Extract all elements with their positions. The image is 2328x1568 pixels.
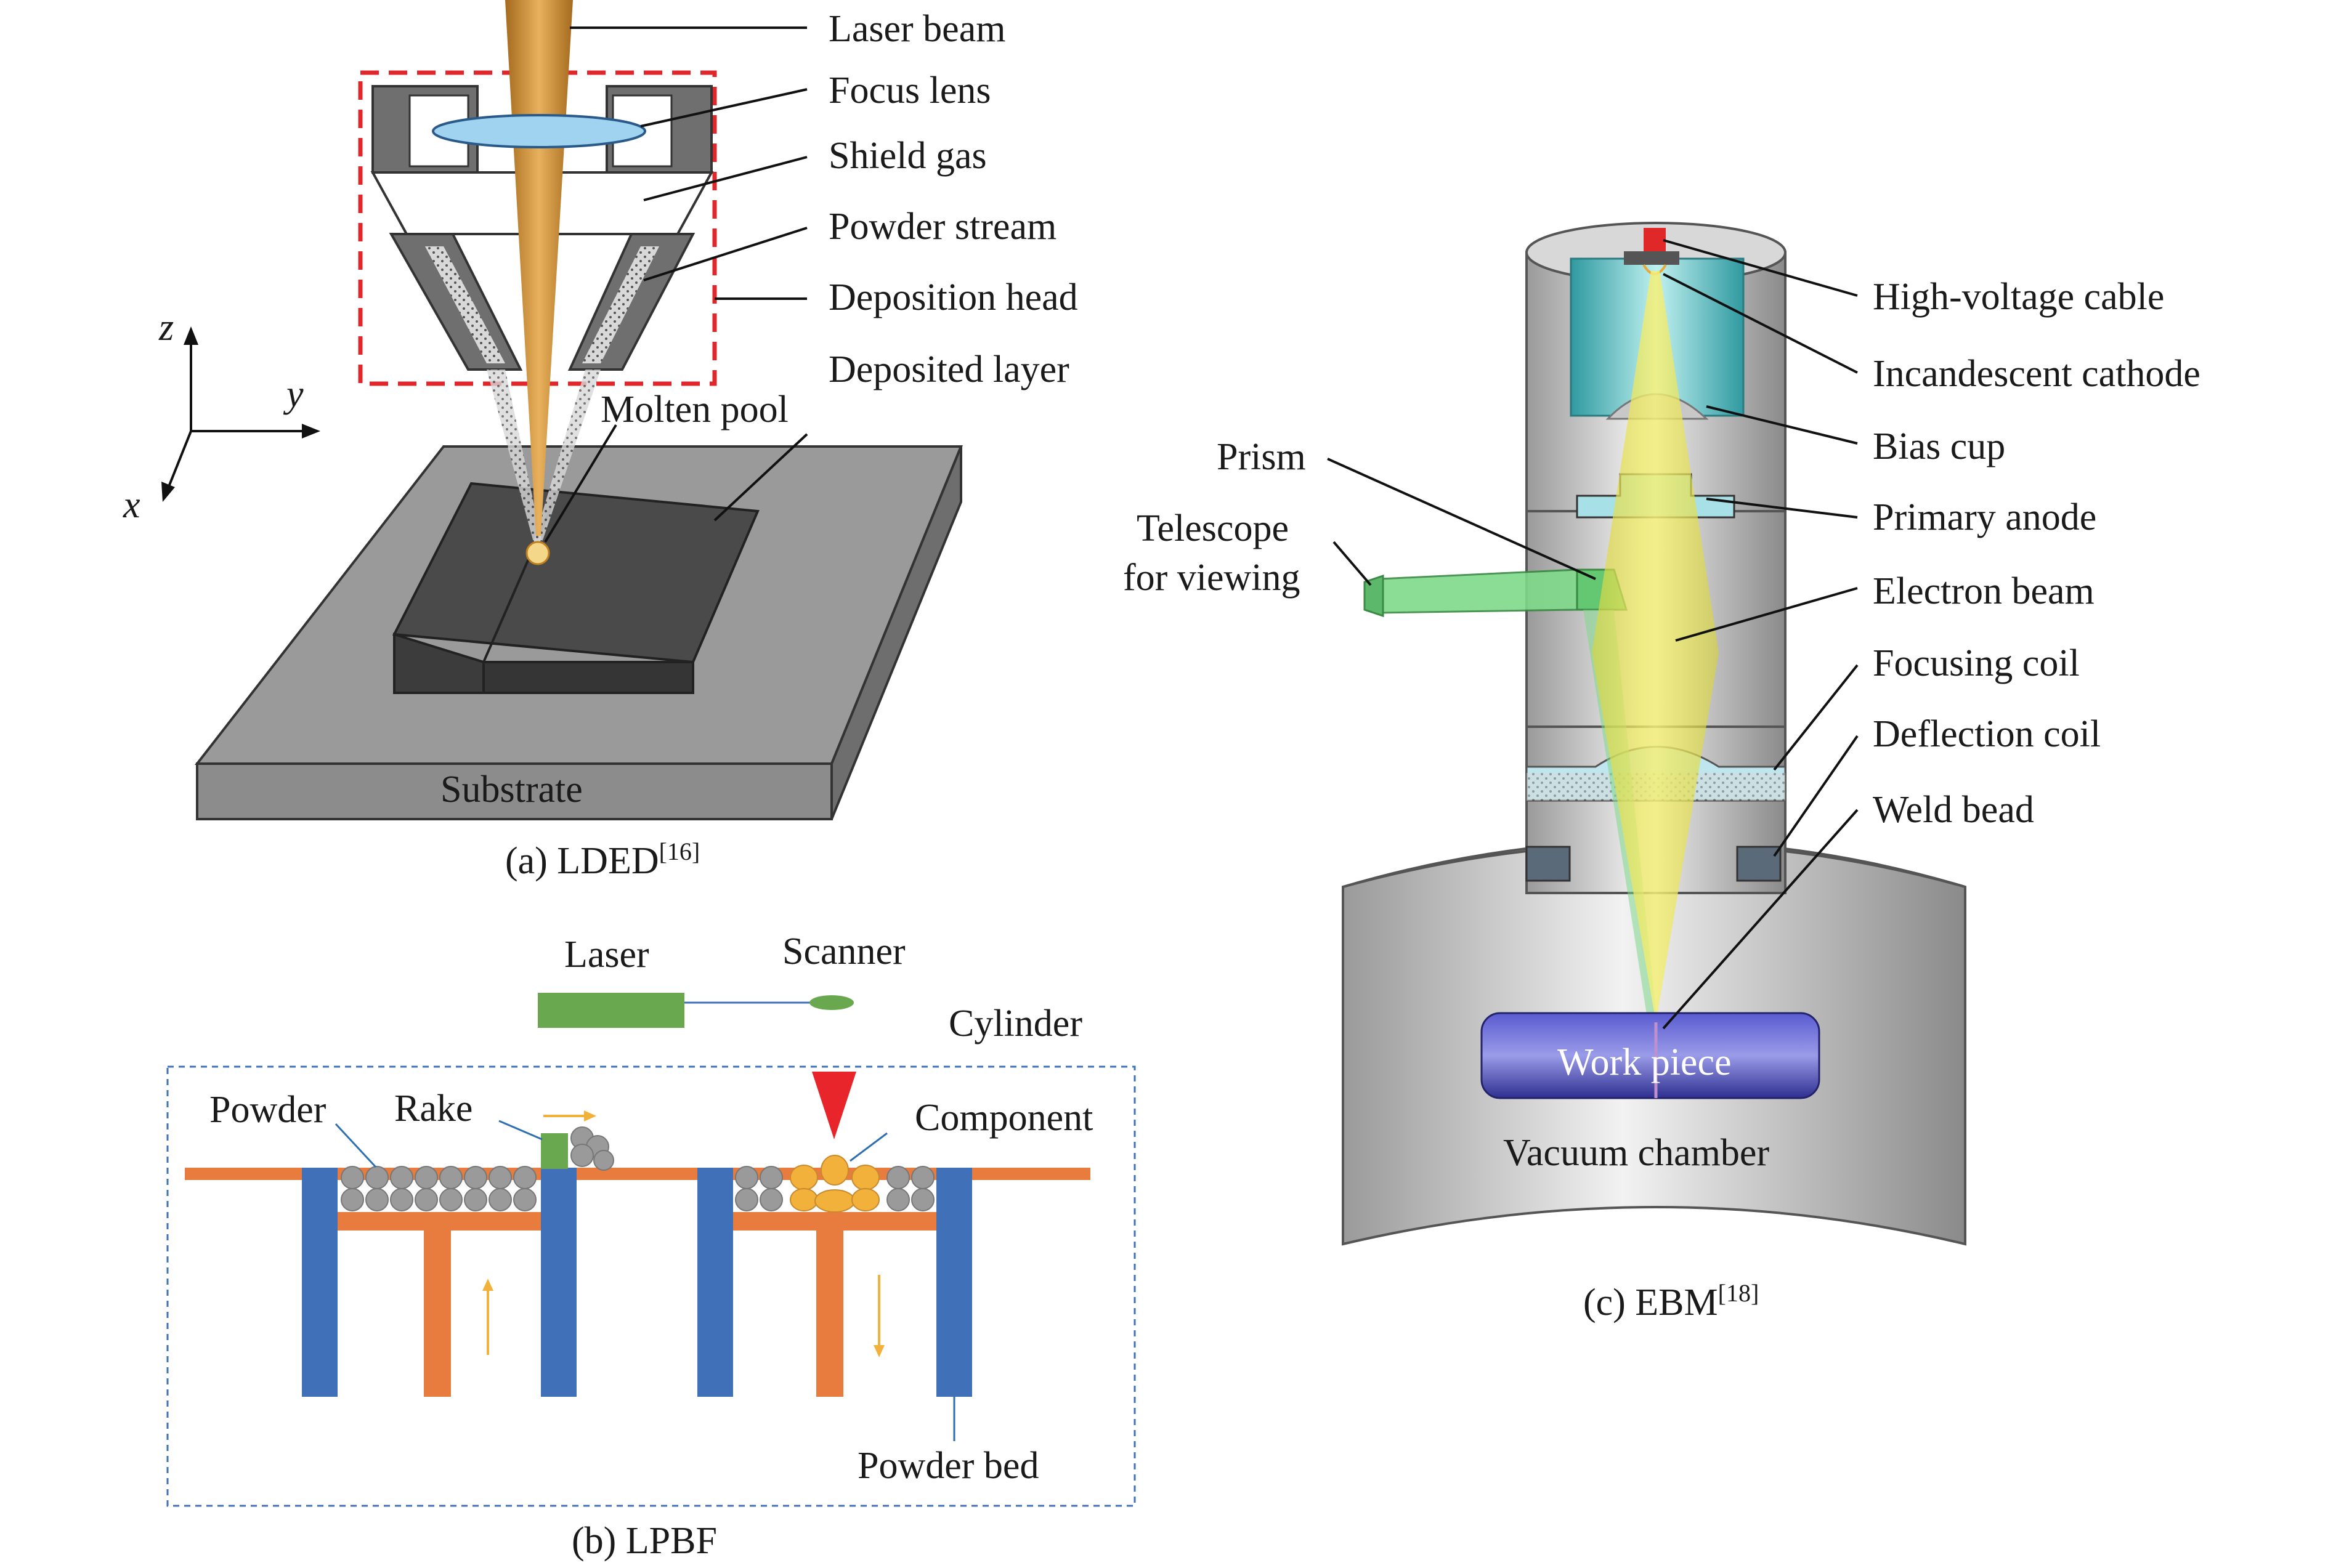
label-primary-anode: Primary anode [1873,496,2096,538]
label-prism: Prism [1217,436,1306,478]
label-weld-bead: Weld bead [1873,789,2034,831]
axis-x-label: x [123,484,140,526]
powder-channel-right [582,246,659,363]
label-deposition-head: Deposition head [829,277,1078,318]
leader-deposited-layer [713,433,808,522]
label-electron-beam: Electron beam [1873,570,2095,612]
powder-stream-right [533,370,601,542]
caption-ebm: (c) EBM[18] [1583,1279,1759,1324]
build-piston [816,1231,843,1397]
label-vacuum-chamber: Vacuum chamber [1503,1132,1769,1174]
wall-2 [541,1168,577,1397]
electron-beam [1592,271,1719,1022]
ebm-diagram: Work piece Vacuum chamber High-voltage c… [1123,222,2200,1324]
powder-stream-left [487,370,542,542]
axis-y-label: y [283,373,304,415]
label-deposited-layer: Deposited layer [829,349,1069,390]
lpbf-frame [166,1065,1136,1507]
label-telescope-line1: Telescope [1137,507,1289,549]
label-focusing-coil: Focusing coil [1873,642,2080,684]
cathode-mount [1624,251,1679,265]
leader-prism [1327,458,1596,580]
substrate-side [830,446,962,820]
caption-lded: (a) LDED[16] [505,838,700,882]
leader-shield-gas [643,156,808,201]
leader-electron-beam [1675,587,1858,642]
leader-deflection-coil [1773,735,1859,857]
label-focus-lens: Focus lens [829,70,991,111]
label-laser-beam: Laser beam [829,8,1005,50]
label-powder-stream: Powder stream [829,206,1057,248]
leader-rake [498,1120,543,1141]
label-incandescent-cathode: Incandescent cathode [1873,353,2200,395]
label-shield-gas: Shield gas [829,135,987,177]
label-molten-pool: Molten pool [601,389,789,430]
rake-arrowhead [584,1110,596,1121]
coordinate-axes: z y x [123,307,320,526]
lded-diagram: z y x Laser beam Focus lens Shield gas P… [123,0,1078,882]
deposited-layer-top [392,482,760,664]
leader-focusing-coil [1773,664,1859,771]
powder-feed [341,1166,537,1211]
focus-lens [432,114,646,148]
raked-powder [570,1126,614,1171]
feed-piston [424,1231,451,1397]
deflection-coil-right [1736,846,1782,882]
label-work-piece: Work piece [1557,1041,1731,1083]
laser-spot-marker [812,1072,856,1139]
build-powder [735,1166,935,1211]
work-piece [1480,1012,1820,1099]
label-powder-bed: Powder bed [858,1445,1039,1487]
feed-up-arrowhead [482,1279,493,1291]
wall-3 [697,1168,733,1397]
leader-telescope [1332,541,1372,586]
powder-channel-left [425,246,505,363]
molten-pool [525,541,550,565]
leader-weld-bead [1662,809,1859,1030]
label-laser: Laser [564,934,649,976]
label-scanner: Scanner [782,931,906,972]
leader-molten-pool [544,424,617,543]
label-telescope-line2: for viewing [1123,557,1300,599]
caption-lpbf: (b) LPBF [572,1520,717,1562]
label-high-voltage-cable: High-voltage cable [1873,276,2164,318]
deflection-coil-left [1525,846,1571,882]
high-voltage-cable [1644,228,1666,253]
build-down-arrowhead [874,1345,885,1357]
feed-platform [338,1212,541,1231]
scanner-mirror [809,995,854,1010]
leader-bias-cup [1706,405,1858,445]
lpbf-diagram: Laser Scanner Cylinder [166,931,1136,1562]
leader-powder [335,1123,377,1168]
leader-focus-lens [640,88,808,127]
label-cylinder: Cylinder [949,1003,1082,1045]
label-substrate: Substrate [440,769,583,810]
telescope-tube [1379,568,1578,614]
leader-incandescent-cathode [1663,273,1858,374]
rake [541,1133,568,1169]
wall-4 [936,1168,972,1397]
deposited-layer-front2 [482,661,694,694]
build-platform [733,1212,936,1231]
telescope-eyepiece [1363,574,1384,618]
leader-powder-stream [643,227,808,281]
leader-primary-anode [1706,498,1858,519]
wall-1 [302,1168,338,1397]
leader-component [850,1132,888,1162]
label-bias-cup: Bias cup [1873,426,2005,467]
label-powder: Powder [209,1089,326,1131]
leader-high-voltage-cable [1663,239,1858,297]
label-rake: Rake [394,1088,472,1130]
component [790,1155,880,1213]
label-component: Component [915,1097,1093,1139]
label-deflection-coil: Deflection coil [1873,713,2101,755]
laser-source [538,993,684,1028]
axis-z-label: z [158,307,174,349]
